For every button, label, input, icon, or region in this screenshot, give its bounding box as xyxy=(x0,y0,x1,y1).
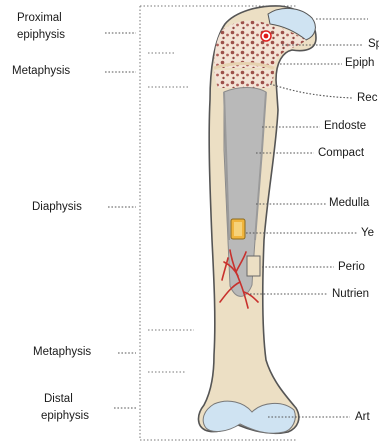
label-red-marrow: Rec xyxy=(357,91,377,106)
label-articular-cartilage: Art xyxy=(355,410,370,425)
label-compact-bone: Compact xyxy=(318,146,364,161)
periosteum-flap xyxy=(247,256,260,276)
label-diaphysis: Diaphysis xyxy=(32,200,82,215)
label-epiphyseal-line: Epiph xyxy=(345,56,374,71)
label-metaphysis-bottom: Metaphysis xyxy=(33,345,91,360)
label-spongy-bone: Sp xyxy=(368,37,379,52)
label-yellow-marrow: Ye xyxy=(361,226,374,241)
label-distal-epiphysis-line2: epiphysis xyxy=(41,409,89,424)
label-periosteum: Perio xyxy=(338,260,365,275)
label-nutrient-artery: Nutrien xyxy=(332,287,369,302)
label-endosteum: Endoste xyxy=(324,119,366,134)
left-leaders xyxy=(105,33,136,408)
label-medullary-cavity: Medulla xyxy=(329,196,369,211)
label-proximal-epiphysis-line2: epiphysis xyxy=(17,28,65,43)
label-proximal-epiphysis-line1: Proximal xyxy=(17,11,62,26)
label-distal-epiphysis-line1: Distal xyxy=(44,392,73,407)
label-metaphysis-top: Metaphysis xyxy=(12,64,70,79)
proximal-metaphysis-spongy xyxy=(214,70,274,88)
